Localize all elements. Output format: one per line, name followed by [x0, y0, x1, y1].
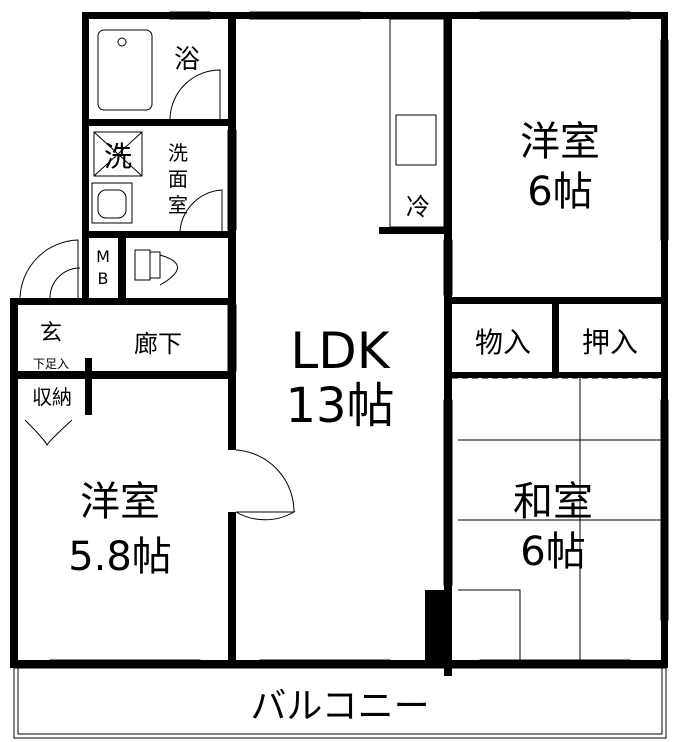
washer-label: 洗: [104, 140, 132, 173]
sink-icon: [91, 182, 133, 224]
shoe-storage-label: 下足入: [33, 357, 69, 371]
western-6-name: 洋室: [520, 119, 600, 165]
closet-label: 押入: [582, 326, 638, 359]
tatami-lines: [458, 378, 662, 660]
mb-label-2: B: [98, 269, 109, 288]
fridge-label: 冷: [406, 193, 430, 221]
ldk-name: LDK: [290, 322, 390, 380]
balcony-label: バルコニー: [250, 686, 429, 727]
japanese-6-name: 和室: [513, 479, 593, 525]
bath-label: 浴: [174, 45, 200, 75]
storage-2-label: 収納: [32, 385, 72, 409]
ldk-size: 13帖: [285, 378, 394, 434]
mb-label-1: M: [96, 247, 110, 266]
washer-icon: [93, 131, 143, 177]
western-6-size: 6帖: [527, 169, 592, 215]
storage-label: 物入: [475, 326, 531, 359]
ldk-door-icon: [235, 449, 295, 513]
washroom-label-3: 室: [168, 193, 188, 217]
genkan-label: 玄: [40, 321, 62, 346]
washroom-label-1: 洗: [168, 141, 188, 165]
toilet-icon: [134, 249, 178, 286]
fixtures: [19, 18, 662, 660]
western-58-name: 洋室: [80, 479, 160, 525]
western-58-size: 5.8帖: [68, 534, 172, 580]
kitchen-counter: [389, 18, 445, 228]
walls: [10, 12, 668, 676]
washroom-label-2: 面: [168, 167, 188, 191]
door-swing-icon: [169, 69, 221, 120]
hallway-label: 廊下: [134, 330, 182, 358]
bathtub-icon: [97, 29, 153, 111]
windows: [49, 11, 669, 669]
balcony: バルコニー: [13, 667, 667, 739]
japanese-6-size: 6帖: [520, 529, 585, 575]
kitchen-sink-icon: [395, 114, 437, 166]
room-labels: 浴 洗 洗 面 室 M B 冷 洋室 6帖 物入 押入 玄 下足入 廊下 収納 …: [32, 45, 638, 580]
